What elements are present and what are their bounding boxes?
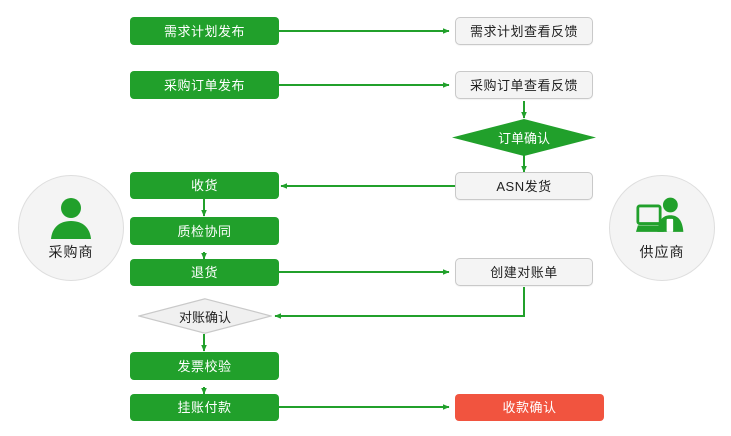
node-label: 需求计划发布 xyxy=(163,23,245,39)
actor-buyer[interactable]: 采购商 xyxy=(18,175,124,281)
connector-statement-to-confirm xyxy=(274,287,525,319)
node-quality-collab[interactable]: 质检协同 xyxy=(130,217,279,245)
node-payable-payment[interactable]: 挂账付款 xyxy=(130,394,279,421)
node-payment-confirm[interactable]: 收款确认 xyxy=(455,394,604,421)
node-demand-plan-publish[interactable]: 需求计划发布 xyxy=(130,17,279,45)
node-order-confirm[interactable]: 订单确认 xyxy=(452,119,596,156)
node-label: 挂账付款 xyxy=(177,400,232,415)
node-label: 采购订单发布 xyxy=(163,77,245,93)
actor-buyer-label: 采购商 xyxy=(48,243,94,260)
diamond-shape xyxy=(138,298,272,334)
node-po-feedback[interactable]: 采购订单查看反馈 xyxy=(455,71,593,99)
node-label: 创建对账单 xyxy=(490,264,558,280)
node-label: 发票校验 xyxy=(177,358,232,374)
node-label: 订单确认 xyxy=(497,131,550,146)
actor-supplier-label: 供应商 xyxy=(639,243,685,260)
node-label: 采购订单查看反馈 xyxy=(469,77,578,93)
person-at-computer-icon xyxy=(636,197,684,232)
node-statement-confirm[interactable]: 对账确认 xyxy=(138,298,272,334)
node-label: 需求计划查看反馈 xyxy=(469,23,578,39)
node-po-publish[interactable]: 采购订单发布 xyxy=(130,71,279,99)
node-demand-plan-feedback[interactable]: 需求计划查看反馈 xyxy=(455,17,593,45)
node-label: 质检协同 xyxy=(177,223,232,239)
diamond-shape xyxy=(452,119,596,156)
actor-supplier[interactable]: 供应商 xyxy=(609,175,715,281)
node-create-statement[interactable]: 创建对账单 xyxy=(455,258,593,286)
node-label: 对账确认 xyxy=(178,309,231,325)
node-label: 收款确认 xyxy=(502,400,557,415)
node-label: 退货 xyxy=(190,265,218,280)
node-label: ASN发货 xyxy=(496,178,552,194)
person-icon xyxy=(51,197,91,239)
node-invoice-check[interactable]: 发票校验 xyxy=(130,352,279,380)
node-label: 收货 xyxy=(190,178,218,193)
node-receive-goods[interactable]: 收货 xyxy=(130,172,279,199)
node-return-goods[interactable]: 退货 xyxy=(130,259,279,286)
node-asn-shipment[interactable]: ASN发货 xyxy=(455,172,593,200)
